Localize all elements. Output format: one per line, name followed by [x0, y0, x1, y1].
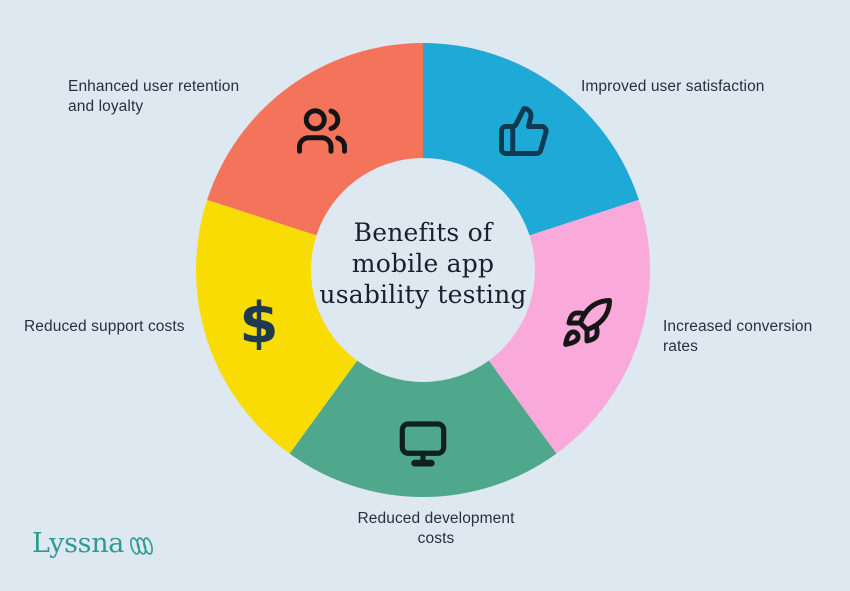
dollar-icon: $ [240, 296, 279, 350]
segment-label-reduced-development-costs: Reduced development costs [357, 510, 515, 547]
center-title-line-1: Benefits of [353, 218, 493, 247]
segment-label-improved-user-satisfaction: Improved user satisfaction [581, 78, 765, 95]
logo-text: Lyssna [32, 528, 125, 559]
center-title-line-3: usability testing [319, 280, 527, 309]
users-icon [295, 104, 349, 158]
segment-increased-conversion-rates [488, 199, 650, 454]
svg-text:$: $ [240, 296, 279, 350]
segment-improved-user-satisfaction [423, 43, 639, 236]
thumbs-up-icon [497, 104, 551, 158]
center-title: Benefits of mobile app usability testing [319, 217, 526, 310]
segment-reduced-support-costs [196, 199, 358, 454]
monitor-icon [396, 415, 450, 469]
rocket-icon [560, 296, 614, 350]
logo-coil-icon [130, 537, 154, 555]
segment-label-reduced-support-costs: Reduced support costs [24, 318, 185, 335]
center-title-line-2: mobile app [351, 249, 495, 278]
brand-logo: Lyssna [32, 528, 157, 559]
segment-label-increased-conversion-rates: Increased conversion rates [663, 318, 813, 355]
segment-reduced-development-costs [289, 360, 557, 497]
segment-label-enhanced-user-retention: Enhanced user retention and loyalty [68, 78, 240, 115]
